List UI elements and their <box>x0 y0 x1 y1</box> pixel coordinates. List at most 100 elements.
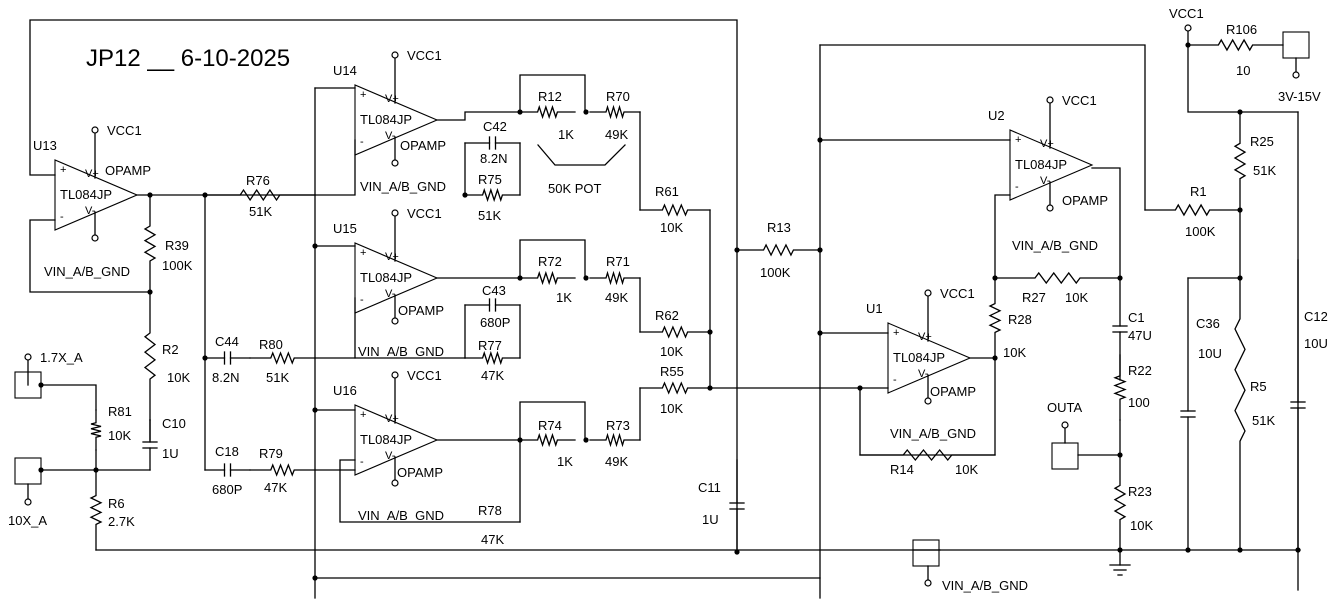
wire <box>819 44 1146 211</box>
resistor-r81 <box>90 409 102 451</box>
resistor-r70 <box>589 104 641 120</box>
plus-sign: + <box>360 409 366 421</box>
value-r70: 49K <box>605 127 628 142</box>
opamp-u1: +- <box>887 295 972 399</box>
wire <box>1187 30 1299 113</box>
ref-r77: R77 <box>478 338 502 353</box>
ref-r23: R23 <box>1128 484 1152 499</box>
gnd-terminal <box>391 159 399 167</box>
gnd-connector-label: VIN_A/B_GND <box>942 578 1028 593</box>
ref-r74: R74 <box>538 418 562 433</box>
input-1-7x-connector <box>14 371 42 399</box>
ref-r72: R72 <box>538 254 562 269</box>
opamp-triangle <box>354 404 439 476</box>
gnd-label-u13: VIN_A/B_GND <box>44 264 130 279</box>
resistor-r13 <box>736 243 821 257</box>
labels: JP12 __ 6-10-2025U13VCC1V+TL084JPV-OPAMP… <box>8 6 1328 593</box>
output-connector <box>1051 442 1079 470</box>
ref-c10: C10 <box>162 416 186 431</box>
opamp-role-u13: OPAMP <box>105 163 151 178</box>
wire <box>1091 167 1121 279</box>
value-c42: 8.2N <box>480 151 507 166</box>
vminus-label: V- <box>918 368 929 380</box>
vcc-label: VCC1 <box>407 368 442 383</box>
minus-sign: - <box>1015 181 1019 193</box>
resistor-r75 <box>464 187 521 203</box>
resistor-r80 <box>249 351 316 365</box>
resistor-r22 <box>1113 354 1127 421</box>
vcc-top-label: VCC1 <box>1169 6 1204 21</box>
value-r55: 10K <box>660 401 683 416</box>
minus-sign: - <box>360 456 364 468</box>
value-c44: 8.2N <box>212 370 239 385</box>
plus-sign: + <box>360 89 366 101</box>
opamp-ref: U14 <box>333 63 357 78</box>
value-r12: 1K <box>558 127 574 142</box>
resistor-r6 <box>89 469 103 551</box>
gnd-terminal <box>391 317 399 325</box>
value-r71: 49K <box>605 290 628 305</box>
ref-c43: C43 <box>482 283 506 298</box>
input-1-7x-label: 1.7X_A <box>40 350 83 365</box>
value-c10: 1U <box>162 446 179 461</box>
opamp-type: TL084JP <box>360 112 412 127</box>
value-r73: 49K <box>605 454 628 469</box>
gnd-label-u1: VIN_A/B_GND <box>890 426 976 441</box>
opamp-u16: +- <box>354 377 439 481</box>
resistor-r39 <box>143 194 157 293</box>
ref-r61: R61 <box>655 184 679 199</box>
opamp-u13: +- <box>54 132 139 236</box>
ref-c12: C12 <box>1304 309 1328 324</box>
resistor-r76 <box>204 188 316 202</box>
wire <box>436 111 521 121</box>
value-c43: 680P <box>480 315 510 330</box>
wire <box>519 401 586 441</box>
gnd-terminal <box>391 479 399 487</box>
vplus-label: V+ <box>385 93 399 105</box>
opamp-triangle <box>354 84 439 156</box>
junction-dot <box>312 407 318 413</box>
ref-r81: R81 <box>108 404 132 419</box>
resistor-r55 <box>639 381 711 395</box>
vplus-label: V+ <box>1040 138 1054 150</box>
plus-sign: + <box>1015 134 1021 146</box>
value-r23: 10K <box>1130 518 1153 533</box>
opamp-u2: +- <box>1009 102 1094 206</box>
vcc-label: VCC1 <box>940 286 975 301</box>
opamp-type: TL084JP <box>360 270 412 285</box>
junction-dot <box>312 575 318 581</box>
opamp-type: TL084JP <box>60 187 112 202</box>
gnd-connector-terminal <box>924 579 932 587</box>
plus-sign: + <box>60 164 66 176</box>
value-r78: 47K <box>481 532 504 547</box>
ref-r12: R12 <box>538 89 562 104</box>
value-r13: 100K <box>760 265 791 280</box>
capacitor-c44 <box>204 351 251 365</box>
plus-sign: + <box>893 327 899 339</box>
output-label: OUTA <box>1047 400 1082 415</box>
vcc-terminal <box>391 51 399 59</box>
resistor-r72 <box>519 270 576 286</box>
wire <box>994 194 1011 279</box>
capacitor-c36 <box>1180 277 1196 551</box>
vcc-label: VCC1 <box>107 123 142 138</box>
ref-r2: R2 <box>162 342 179 357</box>
ref-r70: R70 <box>606 89 630 104</box>
value-r61: 10K <box>660 220 683 235</box>
value-r14: 10K <box>955 462 978 477</box>
opamp-type: TL084JP <box>1015 157 1067 172</box>
gnd-label-u16: VIN_A/B_GND <box>358 508 444 523</box>
vcc-terminal <box>1046 96 1054 104</box>
opamp-ref: U13 <box>33 138 57 153</box>
opamp-ref: U2 <box>988 108 1005 123</box>
gnd-label-u14: VIN_A/B_GND <box>360 179 446 194</box>
value-r28: 10K <box>1003 345 1026 360</box>
plus-sign: + <box>360 247 366 259</box>
vplus-label: V+ <box>385 251 399 263</box>
resistor-r106 <box>1187 38 1284 52</box>
components: +-+-+-+-+-+- <box>14 24 1310 587</box>
gnd-terminal <box>924 397 932 405</box>
ref-r28: R28 <box>1008 312 1032 327</box>
capacitor-c42 <box>464 136 521 150</box>
